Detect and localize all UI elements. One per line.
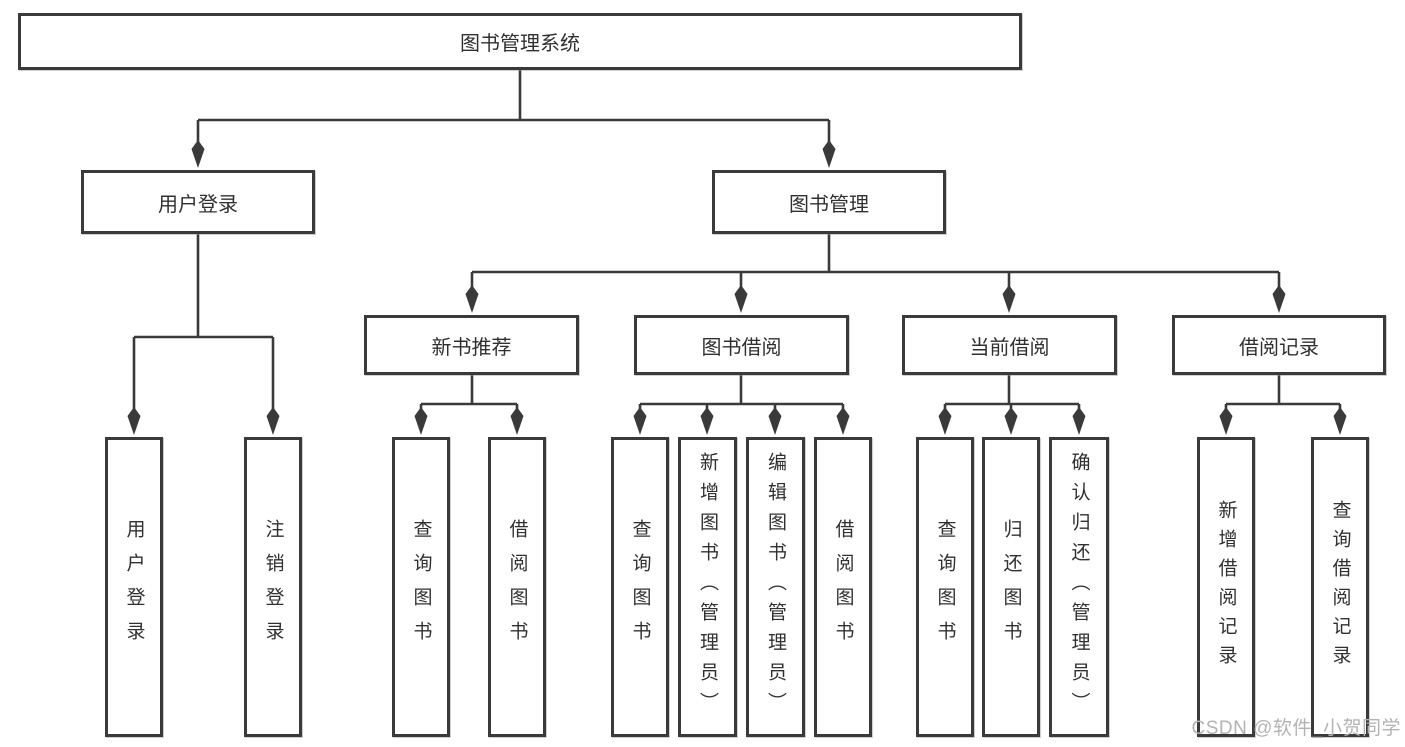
node-current-borrowing: 当前借阅	[902, 315, 1117, 375]
leaf-return-books: 归还图书	[982, 437, 1040, 737]
node-label: 归还图书	[1000, 519, 1022, 655]
node-label: 借阅记录	[1239, 336, 1319, 359]
node-library-system: 图书管理系统	[18, 13, 1022, 70]
leaf-query-books-2: 查询图书	[611, 437, 669, 737]
node-label: 借阅图书	[832, 519, 854, 655]
leaf-user-login: 用户登录	[105, 437, 163, 737]
node-label: 确认归还（管理员）	[1068, 452, 1090, 722]
node-user-login: 用户登录	[81, 170, 315, 234]
leaf-add-books-admin: 新增图书（管理员）	[678, 437, 737, 737]
leaf-query-books-3: 查询图书	[916, 437, 974, 737]
node-label: 用户登录	[123, 519, 145, 655]
node-label: 图书管理系统	[460, 33, 580, 55]
leaf-query-borrow-record: 查询借阅记录	[1311, 437, 1369, 737]
node-label: 新增图书（管理员）	[697, 452, 718, 722]
node-label: 图书管理	[789, 193, 869, 216]
node-new-book-recommendation: 新书推荐	[364, 315, 579, 375]
node-label: 查询借阅记录	[1329, 500, 1351, 674]
node-book-management: 图书管理	[712, 170, 946, 234]
node-label: 借阅图书	[506, 519, 528, 655]
node-label: 当前借阅	[969, 336, 1050, 359]
leaf-borrow-books-1: 借阅图书	[488, 437, 546, 737]
node-label: 查询图书	[629, 519, 651, 655]
node-label: 查询图书	[410, 519, 432, 655]
leaf-edit-books-admin: 编辑图书（管理员）	[746, 437, 805, 737]
node-label: 编辑图书（管理员）	[765, 452, 786, 722]
node-label: 图书借阅	[701, 336, 782, 359]
leaf-borrow-books-2: 借阅图书	[814, 437, 872, 737]
node-label: 注销登录	[262, 519, 284, 655]
node-label: 新增借阅记录	[1215, 500, 1237, 674]
leaf-logout: 注销登录	[244, 437, 302, 737]
leaf-confirm-return-admin: 确认归还（管理员）	[1049, 437, 1109, 737]
node-label: 用户登录	[158, 193, 238, 216]
leaf-add-borrow-record: 新增借阅记录	[1197, 437, 1255, 737]
node-borrowing-records: 借阅记录	[1172, 315, 1386, 375]
node-label: 查询图书	[934, 519, 956, 655]
node-book-borrowing: 图书借阅	[634, 315, 849, 375]
csdn-watermark: CSDN @软件_小贺同学	[1191, 718, 1401, 739]
node-label: 新书推荐	[431, 336, 512, 359]
leaf-query-books-1: 查询图书	[392, 437, 450, 737]
